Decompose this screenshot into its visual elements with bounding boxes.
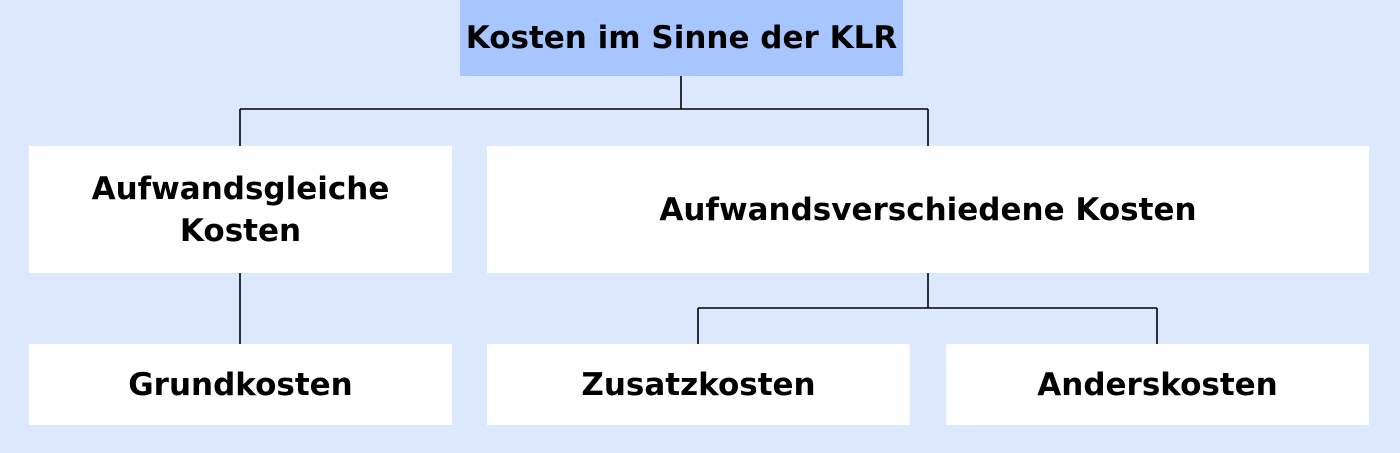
root-node: Kosten im Sinne der KLR — [460, 0, 903, 76]
node-aufwandsverschiedene-kosten-label: Aufwandsverschiedene Kosten — [659, 191, 1197, 228]
node-grundkosten: Grundkosten — [29, 344, 452, 425]
node-anderskosten: Anderskosten — [946, 344, 1369, 425]
root-node-label: Kosten im Sinne der KLR — [465, 20, 898, 56]
node-grundkosten-label: Grundkosten — [128, 366, 353, 403]
node-aufwandsverschiedene-kosten: Aufwandsverschiedene Kosten — [487, 146, 1369, 273]
node-aufwandsgleiche-kosten-label: Aufwandsgleiche Kosten — [91, 170, 390, 249]
node-zusatzkosten-label: Zusatzkosten — [581, 366, 816, 403]
node-anderskosten-label: Anderskosten — [1037, 366, 1278, 403]
node-aufwandsgleiche-kosten: Aufwandsgleiche Kosten — [29, 146, 452, 273]
node-zusatzkosten: Zusatzkosten — [487, 344, 910, 425]
